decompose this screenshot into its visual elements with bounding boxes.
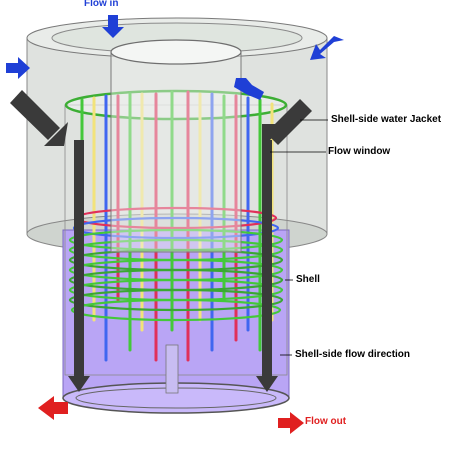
flow-window-label: Flow window — [328, 146, 391, 157]
outlet-arrows — [38, 396, 304, 434]
shell-side-flow-direction-label: Shell-side flow direction — [295, 349, 411, 360]
leader-lines — [270, 119, 328, 356]
shell-side-flow-arrows — [10, 90, 312, 392]
inlet-arrows — [6, 15, 344, 100]
shell-side-water-jacket-label: Shell-side water Jacket — [331, 114, 442, 125]
tube-bundle — [64, 89, 288, 394]
shell-label: Shell — [296, 274, 320, 285]
center-pipe — [110, 39, 242, 253]
flow-out-label: Flow out — [305, 416, 347, 427]
flow-in-label: Flow in — [84, 0, 119, 9]
